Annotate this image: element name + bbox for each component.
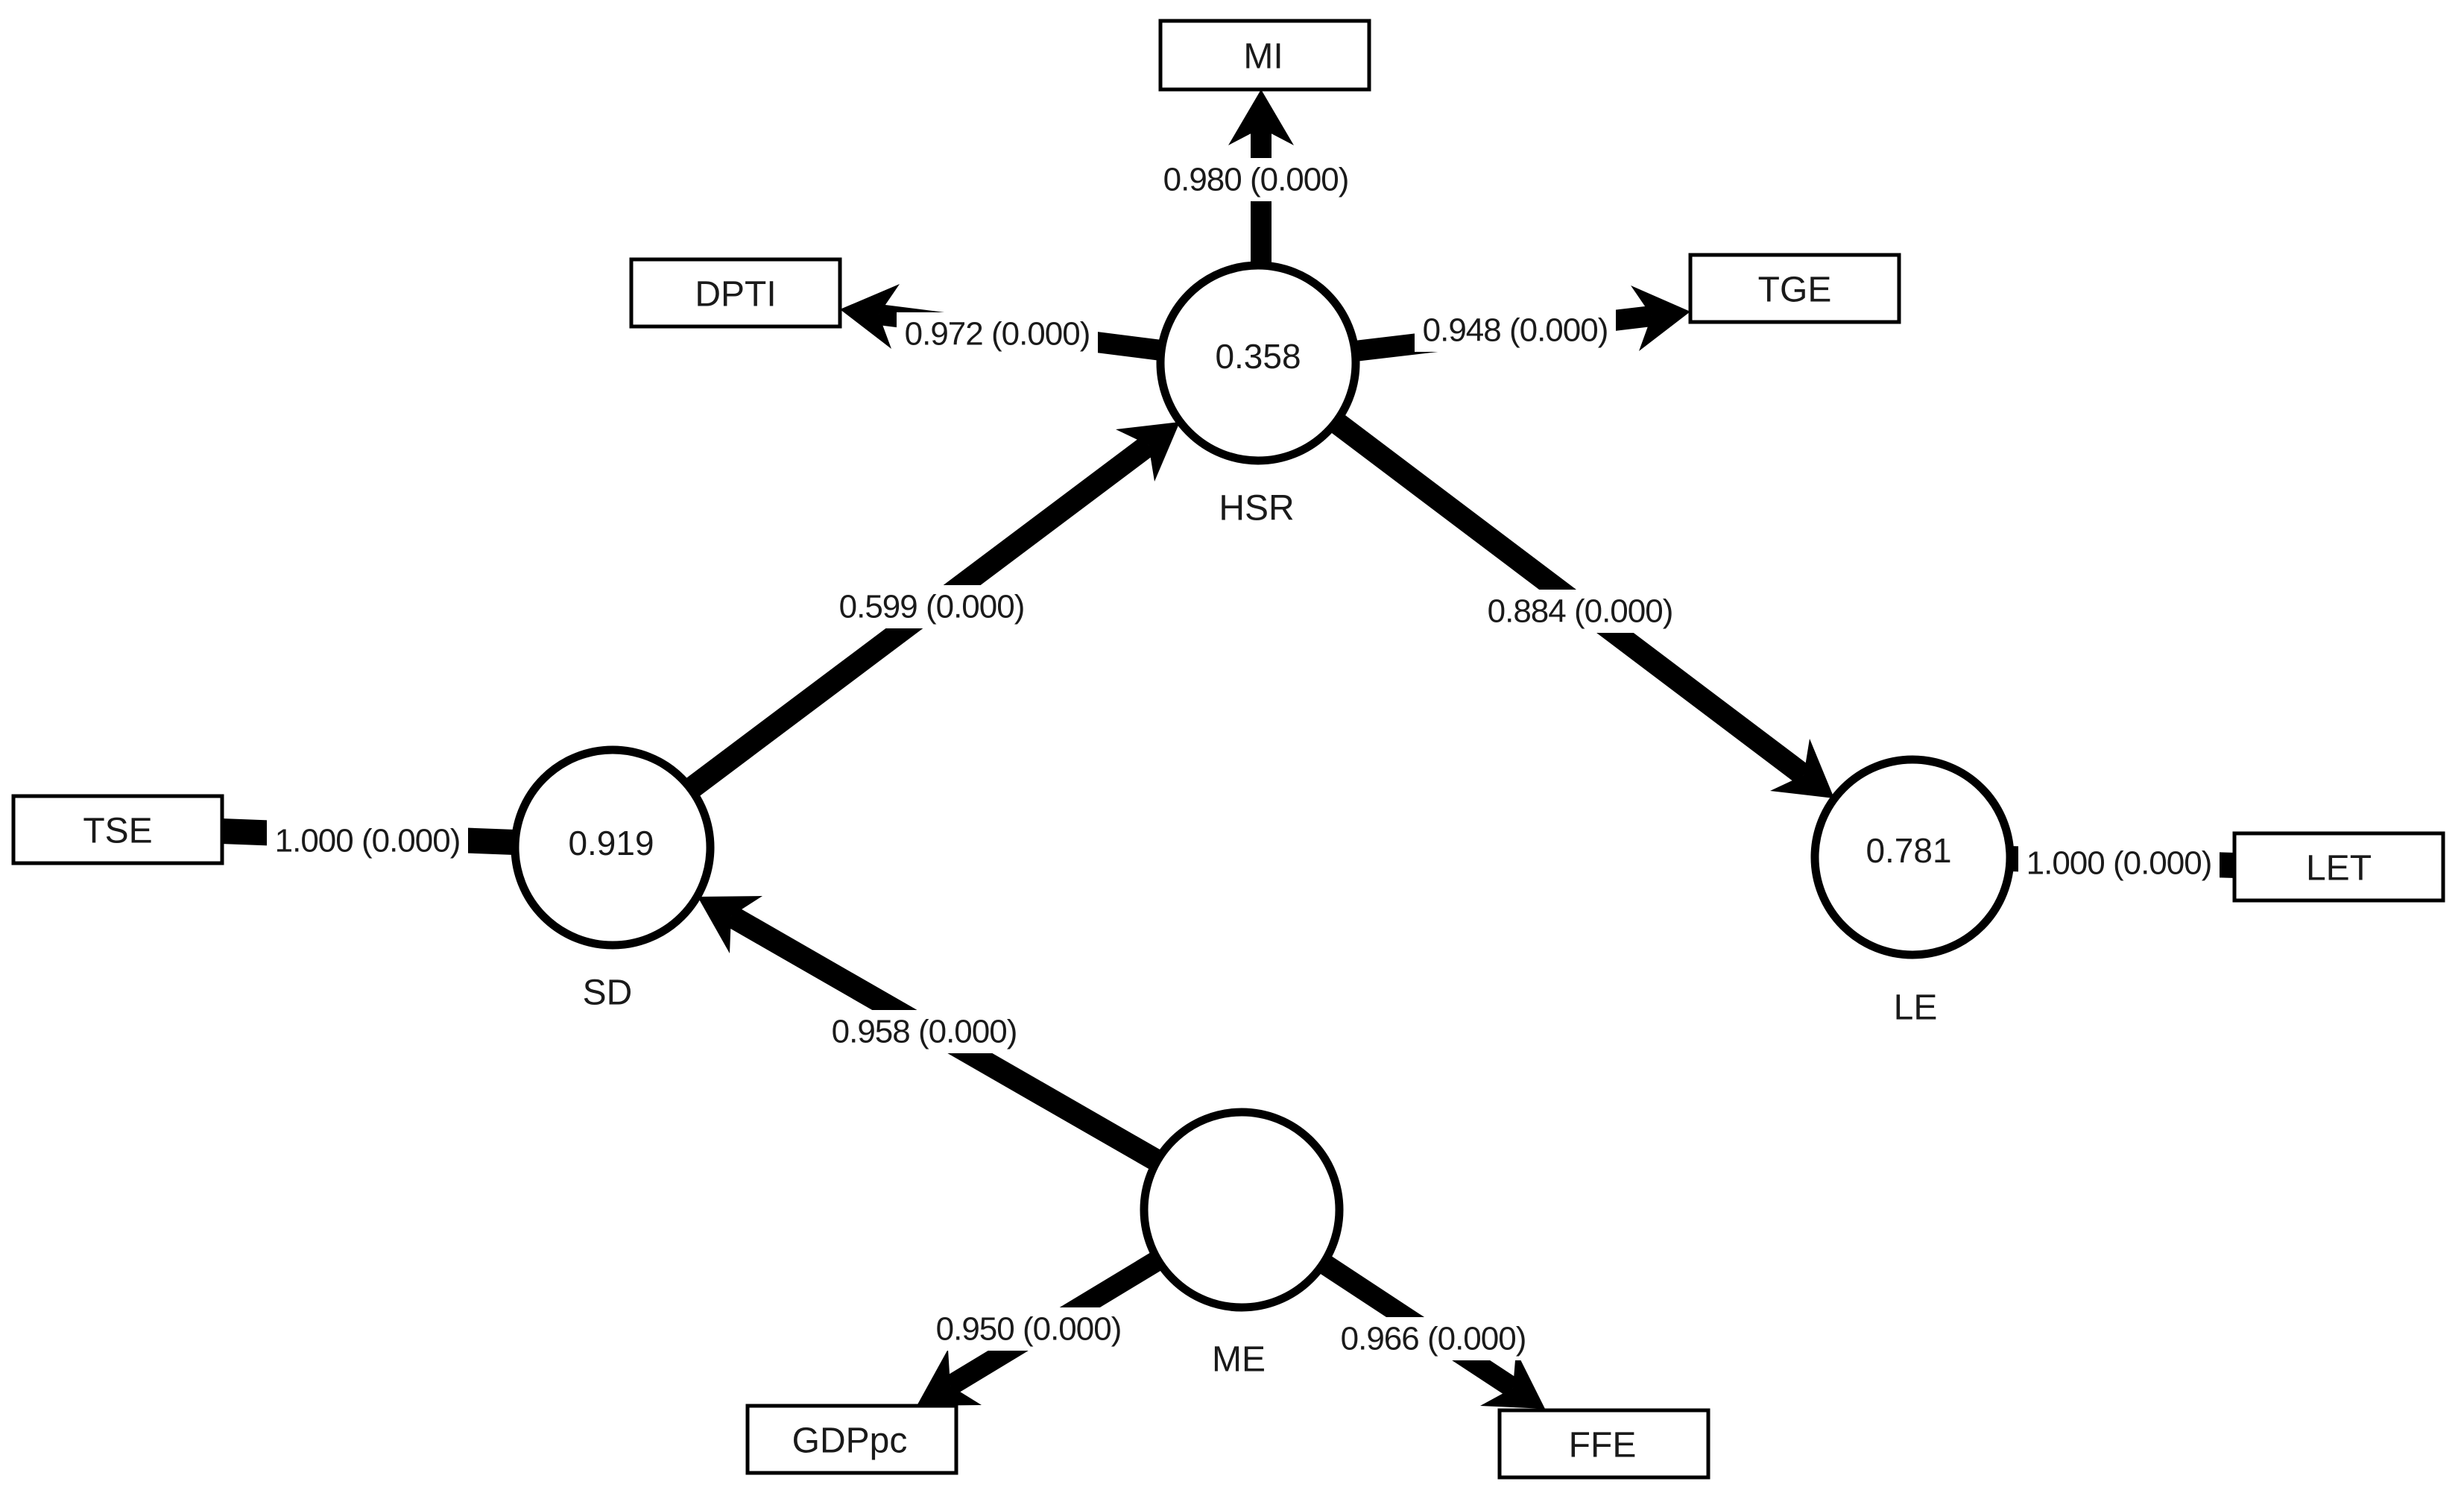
indicator-box-tge[interactable] xyxy=(1688,253,1901,324)
arrowhead-gdppc xyxy=(917,1349,982,1406)
label-bg xyxy=(928,1307,1129,1351)
arrowhead-hsr xyxy=(1116,422,1180,482)
indicator-tge[interactable]: TGE xyxy=(1688,253,1901,324)
arrowhead-le xyxy=(1770,739,1834,798)
indicator-box-dpti[interactable] xyxy=(629,257,842,329)
construct-name-hsr: HSR xyxy=(1219,489,1294,528)
arrowhead-dpti xyxy=(840,284,900,349)
indicator-dpti[interactable]: DPTI xyxy=(629,257,842,329)
construct-circle-hsr[interactable] xyxy=(1156,261,1360,465)
arrowhead-ffe xyxy=(1480,1351,1545,1409)
loading-label-gdppc: 0.950 (0.000) xyxy=(936,1311,1122,1348)
indicator-box-gdppc[interactable] xyxy=(745,1404,958,1475)
construct-le[interactable]: 0.781 LE xyxy=(1810,755,2015,1028)
arrowhead-sd xyxy=(698,896,762,953)
construct-circle-le[interactable] xyxy=(1810,755,2015,959)
indicator-tse[interactable]: TSE xyxy=(11,794,224,865)
arrow-heads xyxy=(698,89,1834,1409)
indicator-label-dpti: DPTI xyxy=(695,275,776,315)
label-bg xyxy=(897,312,1098,356)
loading-label-tge: 0.948 (0.000) xyxy=(1423,312,1608,349)
loading-label-tse: 1.000 (0.000) xyxy=(275,823,461,859)
indicator-mi[interactable]: MI xyxy=(1158,19,1371,92)
label-bg xyxy=(2018,842,2220,885)
indicator-box-let[interactable] xyxy=(2232,831,2445,903)
path-label-hsr-le: 0.884 (0.000) xyxy=(1488,593,1673,630)
construct-name-le: LE xyxy=(1894,988,1938,1028)
loading-label-let: 1.000 (0.000) xyxy=(2027,845,2212,882)
construct-value-le: 0.781 xyxy=(1866,831,1951,870)
loading-label-mi: 0.980 (0.000) xyxy=(1163,162,1349,198)
label-bg xyxy=(267,819,468,862)
path-label-me-sd: 0.958 (0.000) xyxy=(832,1014,1017,1050)
label-bg xyxy=(824,1010,1025,1053)
construct-value-sd: 0.919 xyxy=(568,824,654,862)
indicator-box-ffe[interactable] xyxy=(1497,1408,1710,1480)
indicator-box-tse[interactable] xyxy=(11,794,224,865)
path-label-sd-hsr: 0.599 (0.000) xyxy=(839,589,1025,625)
construct-value-hsr: 0.358 xyxy=(1215,337,1301,376)
label-bg xyxy=(1333,1317,1534,1360)
edge-labels: 0.980 (0.000) 0.972 (0.000) 0.948 (0.000… xyxy=(267,158,2220,1360)
indicator-label-tse: TSE xyxy=(83,812,152,851)
indicator-label-ffe: FFE xyxy=(1569,1426,1637,1465)
label-bg xyxy=(1415,309,1616,352)
arrowhead-mi xyxy=(1228,89,1294,145)
indicator-let[interactable]: LET xyxy=(2232,831,2445,903)
construct-name-sd: SD xyxy=(583,973,633,1013)
indicator-ffe[interactable]: FFE xyxy=(1497,1408,1710,1480)
loading-label-ffe: 0.966 (0.000) xyxy=(1341,1321,1526,1357)
label-bg xyxy=(1479,590,1681,633)
indicator-label-let: LET xyxy=(2306,849,2372,889)
construct-me[interactable]: ME xyxy=(1140,1108,1344,1380)
label-bg xyxy=(831,585,1032,628)
construct-circle-me[interactable] xyxy=(1140,1108,1344,1312)
indicator-label-mi: MI xyxy=(1243,37,1283,77)
construct-hsr[interactable]: 0.358 HSR xyxy=(1156,261,1360,528)
arrowhead-tge xyxy=(1631,285,1690,351)
label-bg xyxy=(1155,158,1356,201)
construct-name-me: ME xyxy=(1212,1340,1266,1380)
loading-label-dpti: 0.972 (0.000) xyxy=(905,316,1090,353)
indicator-label-gdppc: GDPpc xyxy=(792,1421,908,1461)
indicator-label-tge: TGE xyxy=(1758,271,1832,310)
indicator-gdppc[interactable]: GDPpc xyxy=(745,1404,958,1475)
indicator-box-mi[interactable] xyxy=(1158,19,1371,92)
construct-circle-sd[interactable] xyxy=(511,745,715,950)
construct-sd[interactable]: 0.919 SD xyxy=(511,745,715,1013)
